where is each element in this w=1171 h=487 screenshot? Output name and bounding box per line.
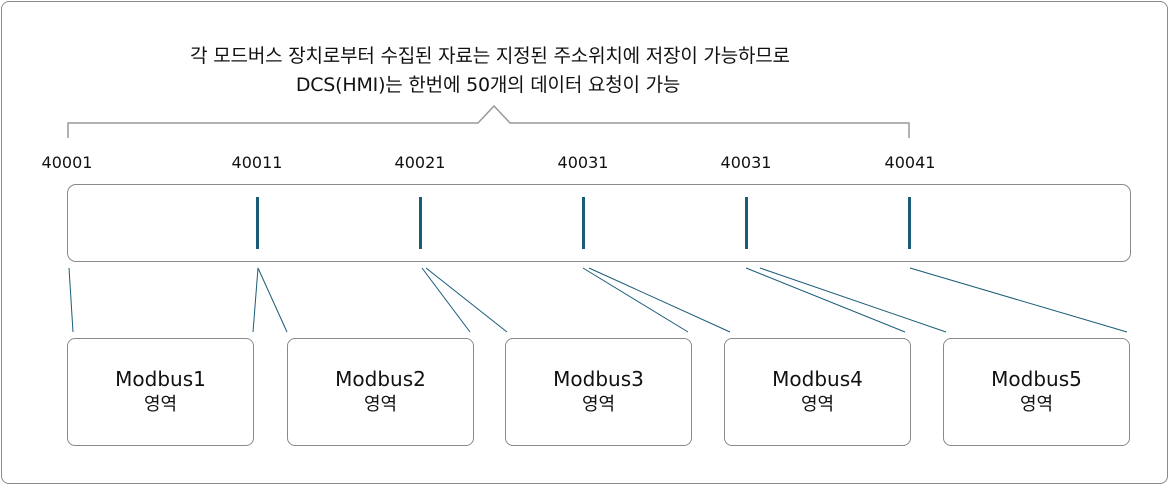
- connector-m4-right: [745, 267, 906, 333]
- module-name: Modbus2: [335, 367, 426, 391]
- module-name: Modbus3: [553, 367, 644, 391]
- register-divider: [745, 197, 748, 249]
- module-box-5: Modbus5 영역: [943, 338, 1130, 446]
- module-name: Modbus4: [772, 367, 863, 391]
- module-name: Modbus5: [991, 367, 1082, 391]
- brace-bracket: [67, 104, 910, 138]
- connector-m3-right: [582, 267, 689, 333]
- address-label: 40011: [231, 153, 283, 172]
- connector-m2-right: [421, 267, 471, 333]
- module-area: 영역: [143, 394, 178, 415]
- connector-m5-left: [759, 267, 947, 333]
- module-area: 영역: [1019, 394, 1054, 415]
- address-label: 40041: [884, 153, 936, 172]
- caption-line-2: DCS(HMI)는 한번에 50개의 데이터 요청이 가능: [295, 74, 681, 96]
- connector-m5-right: [909, 267, 1128, 333]
- address-label: 40001: [41, 153, 93, 172]
- caption-line-1: 각 모드버스 장치로부터 수집된 자료는 지정된 주소위치에 저장이 가능하므로: [190, 45, 790, 67]
- address-label: 40031: [720, 153, 772, 172]
- module-area: 영역: [363, 394, 398, 415]
- module-area: 영역: [581, 394, 616, 415]
- register-divider: [256, 197, 259, 249]
- address-label: 40031: [557, 153, 609, 172]
- connector-m2-left: [257, 267, 288, 333]
- module-area: 영역: [800, 394, 835, 415]
- module-box-4: Modbus4 영역: [724, 338, 911, 446]
- register-divider: [582, 197, 585, 249]
- module-box-3: Modbus3 영역: [505, 338, 692, 446]
- register-bar: [67, 184, 1131, 262]
- module-box-1: Modbus1 영역: [67, 338, 254, 446]
- connector-m3-left: [425, 267, 508, 333]
- module-name: Modbus1: [115, 367, 206, 391]
- connector-m4-left: [588, 267, 731, 333]
- register-divider: [908, 197, 911, 249]
- connector-m1-right: [252, 267, 259, 333]
- address-label: 40021: [394, 153, 446, 172]
- module-box-2: Modbus2 영역: [287, 338, 474, 446]
- connector-m1-left: [68, 267, 74, 333]
- register-divider: [419, 197, 422, 249]
